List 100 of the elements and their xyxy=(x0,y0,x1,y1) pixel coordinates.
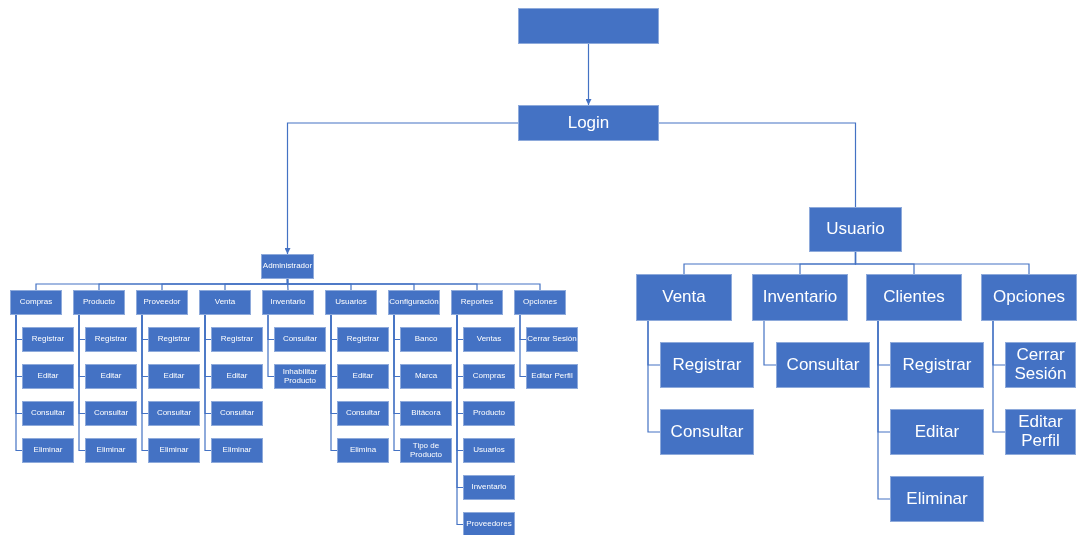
process-box xyxy=(400,401,452,426)
process-box xyxy=(660,342,754,388)
process-box xyxy=(136,290,188,315)
box-label: Ventas xyxy=(476,335,502,344)
box-label: Consultar xyxy=(282,335,318,344)
box-label: Reportes xyxy=(460,298,494,307)
process-box xyxy=(1005,342,1076,388)
process-box xyxy=(148,401,200,426)
process-box xyxy=(514,290,566,315)
box-label: Tipo de Producto xyxy=(409,441,443,460)
process-box xyxy=(211,327,263,352)
box-label: Opciones xyxy=(523,298,557,307)
process-box xyxy=(981,274,1077,321)
box-label: Consultar xyxy=(219,409,255,418)
box-label: Registrar xyxy=(94,335,128,344)
process-box xyxy=(388,290,440,315)
process-box xyxy=(337,438,389,463)
process-box xyxy=(866,274,962,321)
box-label: Consultar xyxy=(156,409,192,418)
box-label: Editar Perfil xyxy=(531,372,573,381)
box-label: Producto xyxy=(473,409,505,418)
process-box xyxy=(463,401,515,426)
box-label: Elimina xyxy=(349,446,377,455)
box-label: Eliminar xyxy=(906,489,968,509)
process-box xyxy=(1005,409,1076,455)
arrow xyxy=(284,122,519,255)
box-label: Administrador xyxy=(262,262,313,271)
process-box xyxy=(274,327,326,352)
arrow xyxy=(585,43,592,106)
box-label: Usuarios xyxy=(335,298,367,307)
box-label: Login xyxy=(567,113,610,133)
process-box xyxy=(526,364,578,389)
process-box xyxy=(211,401,263,426)
process-box xyxy=(148,438,200,463)
box-label: Registrar xyxy=(902,355,972,375)
box-label: Producto xyxy=(83,298,115,307)
process-box xyxy=(463,364,515,389)
process-box xyxy=(85,401,137,426)
box-label: Usuarios xyxy=(473,446,505,455)
box-label: Cerrar Sesión xyxy=(1013,346,1068,384)
process-box xyxy=(85,364,137,389)
connector-line xyxy=(854,251,1030,275)
connector-line xyxy=(204,314,212,452)
process-box xyxy=(85,327,137,352)
process-box xyxy=(463,475,515,500)
box-label: Editar xyxy=(352,372,374,381)
box-label: Consultar xyxy=(345,409,381,418)
box-label: Inventario xyxy=(270,298,306,307)
box-label: Cerrar Sesión xyxy=(527,335,577,344)
box-label: Marca xyxy=(414,372,438,381)
connector-line xyxy=(992,320,1006,433)
box-label: Compras xyxy=(472,372,506,381)
box-label: Editar xyxy=(37,372,59,381)
process-box xyxy=(660,409,754,455)
process-box xyxy=(463,512,515,535)
process-box xyxy=(400,327,452,352)
box-label: Eliminar xyxy=(222,446,252,455)
connector-line xyxy=(141,314,149,452)
box-label: Registrar xyxy=(31,335,65,344)
box-label: Eliminar xyxy=(96,446,126,455)
process-box xyxy=(337,364,389,389)
process-box xyxy=(451,290,503,315)
box-label: Proveedor xyxy=(143,298,181,307)
box-label: Venta xyxy=(214,298,236,307)
process-box xyxy=(148,327,200,352)
box-label: Registrar xyxy=(346,335,380,344)
process-box xyxy=(890,476,984,522)
process-box xyxy=(463,438,515,463)
box-label: Configuración xyxy=(389,298,439,307)
box-label: Registrar xyxy=(672,355,742,375)
box-label: Consultar xyxy=(670,422,744,442)
box-label: Clientes xyxy=(883,288,945,307)
connector-line xyxy=(286,278,541,291)
process-box xyxy=(636,274,732,321)
connector-line xyxy=(647,320,661,433)
box-label: Editar xyxy=(163,372,185,381)
connector-line xyxy=(78,314,86,452)
process-box xyxy=(400,364,452,389)
box-label: Banco xyxy=(414,335,438,344)
box-label: Editar xyxy=(914,422,960,442)
process-box xyxy=(22,327,74,352)
process-box xyxy=(261,254,314,279)
connector-line xyxy=(877,320,891,500)
box-label: Registrar xyxy=(157,335,191,344)
process-box xyxy=(211,438,263,463)
process-box xyxy=(890,409,984,455)
box-label: Usuario xyxy=(826,220,885,239)
box-label: Compras xyxy=(19,298,53,307)
box-label: Editar xyxy=(100,372,122,381)
box-label: Eliminar xyxy=(33,446,63,455)
process-box xyxy=(463,327,515,352)
process-box xyxy=(325,290,377,315)
process-box xyxy=(526,327,578,352)
process-box xyxy=(518,8,659,44)
connector-line xyxy=(267,314,275,378)
process-box xyxy=(809,207,902,252)
process-box xyxy=(10,290,62,315)
box-label: Eliminar xyxy=(159,446,189,455)
process-box xyxy=(85,438,137,463)
connector-line xyxy=(456,314,464,526)
